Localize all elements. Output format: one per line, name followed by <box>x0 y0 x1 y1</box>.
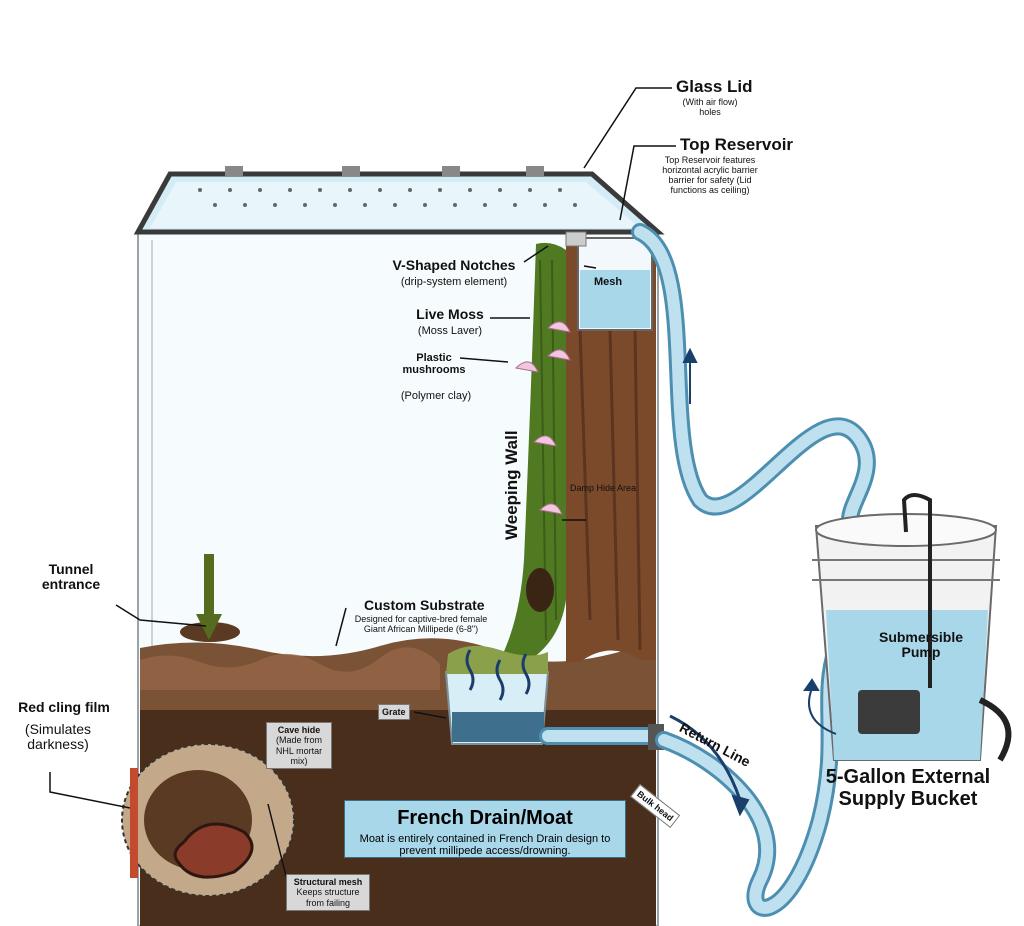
red-cling-label: Red cling film <box>18 699 110 715</box>
structural-mesh-note: Keeps structure from failing <box>296 887 360 908</box>
top-reservoir <box>565 231 653 331</box>
glass-lid <box>133 166 665 235</box>
plastic-mushrooms-label: Plastic mushrooms <box>402 352 466 377</box>
top-reservoir-label: Top Reservoir <box>680 135 794 154</box>
tunnel-entrance-label: Tunnel entrance <box>41 561 101 593</box>
french-drain-label: French Drain/Moat <box>397 807 573 829</box>
plastic-mushrooms-note: (Polymer clay) <box>400 390 472 402</box>
french-drain-note: Moat is entirely contained in French Dra… <box>359 833 611 857</box>
structural-mesh-label: Structural mesh <box>293 877 363 887</box>
tunnel-arrow <box>196 554 222 640</box>
live-moss-label: Live Moss <box>416 306 484 322</box>
flow-arrows <box>669 347 837 817</box>
return-tubing <box>539 223 876 917</box>
red-cling-note: (Simulates darkness) <box>24 721 92 753</box>
bark-wall <box>566 246 656 662</box>
damp-hide-label: Damp Hide Area <box>570 483 637 493</box>
cave-hide <box>121 743 295 897</box>
glass-lid-note: (With air flow) holes <box>682 97 738 117</box>
cave-hide-label: Cave hide <box>277 725 321 735</box>
top-reservoir-note: Top Reservoir features horizontal acryli… <box>662 155 758 195</box>
leader-lines <box>49 87 676 877</box>
custom-substrate-label: Custom Substrate <box>364 597 485 613</box>
cave-hide-note: (Made from NHL mortar mix) <box>275 735 323 767</box>
grate-label: Grate <box>378 704 410 721</box>
glass-lid-label: Glass Lid <box>676 77 753 96</box>
grate-basket <box>444 645 550 745</box>
weeping-wall-label: Weeping Wall <box>502 430 521 540</box>
supply-bucket <box>812 493 1012 762</box>
bucket-label: 5-Gallon External Supply Bucket <box>825 766 991 810</box>
moss-column <box>500 242 571 660</box>
v-notches-label: V-Shaped Notches <box>392 257 516 273</box>
structural-mesh-box: Structural mesh Keeps structure from fai… <box>286 874 370 912</box>
submersible-pump-label: Submersible Pump <box>878 629 964 661</box>
live-moss-note: (Moss Laver) <box>417 325 483 337</box>
mesh-label: Mesh <box>594 276 623 288</box>
v-notches-note: (drip-system element) <box>400 276 508 288</box>
french-drain-box: French Drain/Moat Moat is entirely conta… <box>344 800 626 858</box>
cave-hide-box: Cave hide (Made from NHL mortar mix) <box>266 722 332 770</box>
custom-substrate-note: Designed for captive-bred female Giant A… <box>354 614 488 634</box>
